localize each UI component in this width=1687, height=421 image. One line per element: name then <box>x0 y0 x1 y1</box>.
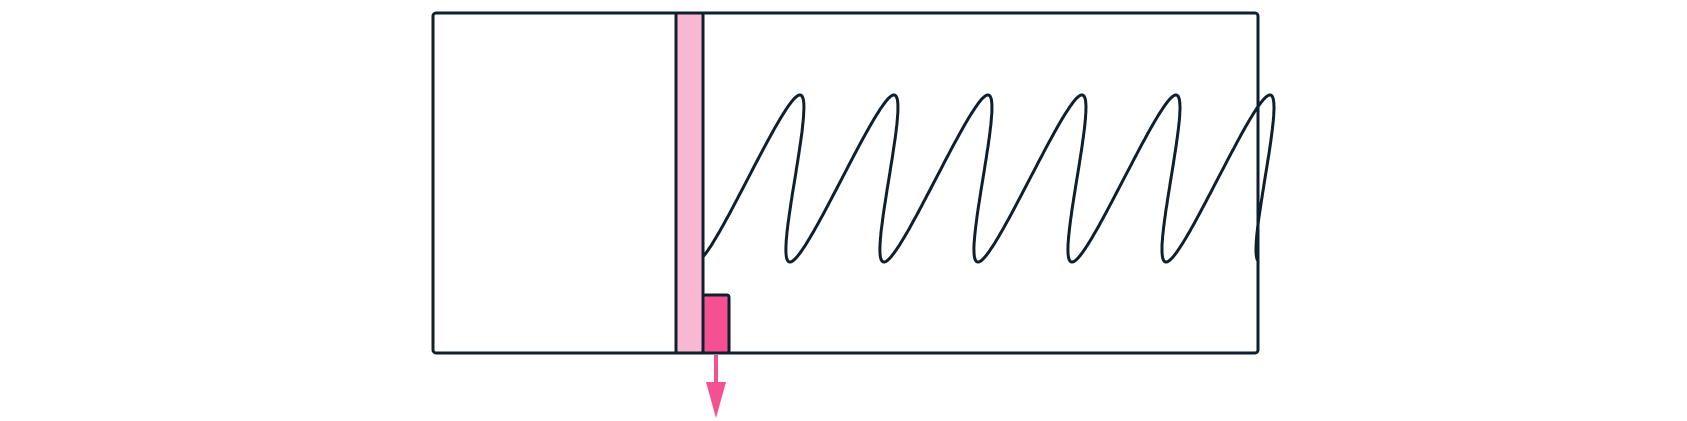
force-arrow <box>706 355 726 418</box>
small-block <box>701 293 731 355</box>
arrow-head <box>706 382 726 418</box>
vertical-plate <box>674 11 705 355</box>
spring-coil <box>690 93 1276 264</box>
outer-box <box>431 11 1260 355</box>
